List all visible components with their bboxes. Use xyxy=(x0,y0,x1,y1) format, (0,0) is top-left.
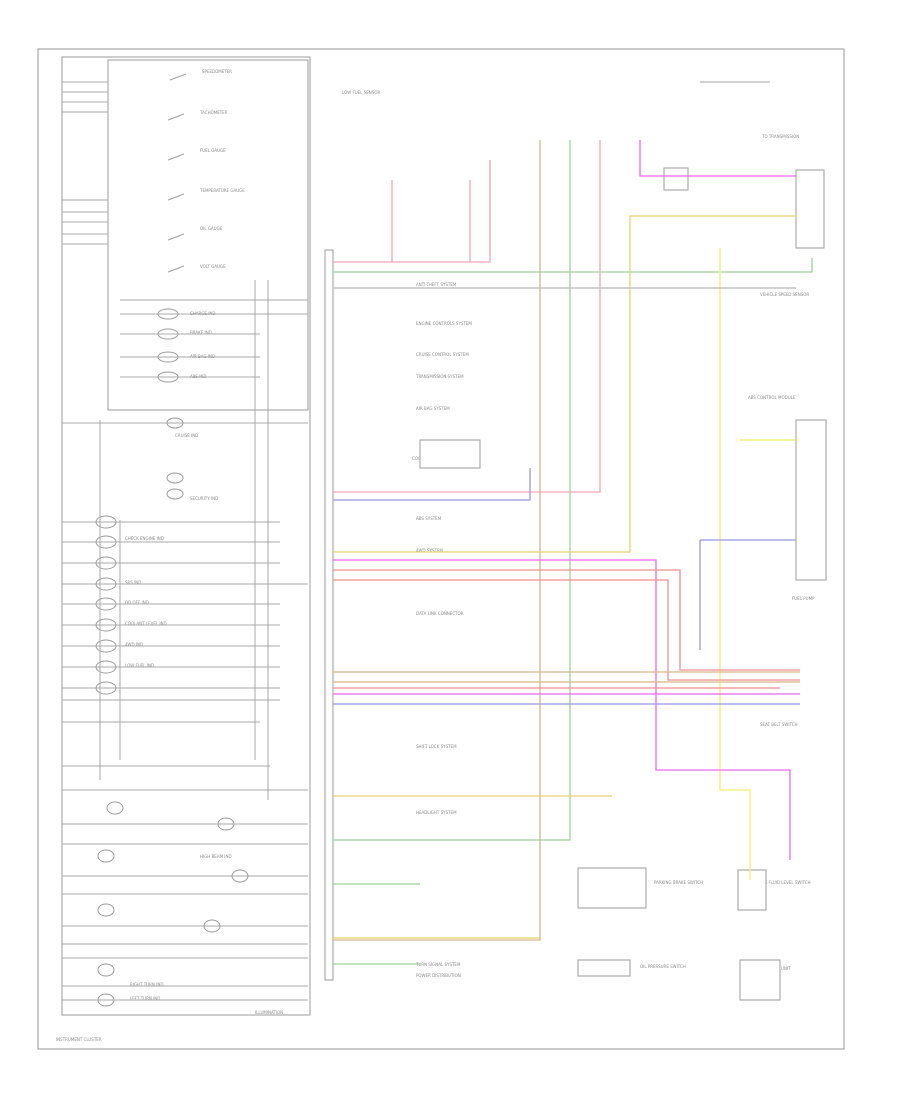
wire-pink-2 xyxy=(333,140,601,493)
right-component-labels: TO TRANSMISSION VEHICLE SPEED SENSOR ABS… xyxy=(342,90,815,971)
label-transmission: TRANSMISSION SYSTEM xyxy=(415,374,464,379)
footer-label: INSTRUMENT CLUSTER xyxy=(56,1037,102,1042)
switch-1 xyxy=(167,73,187,273)
wire-gray-1 xyxy=(333,81,796,289)
label-abs-system: ABS SYSTEM xyxy=(416,516,442,521)
label-to-transmission: TO TRANSMISSION xyxy=(761,134,799,139)
label-cruise-ind: CRUISE IND xyxy=(175,433,198,438)
label-parking-brake-switch: PARKING BRAKE SWITCH xyxy=(654,880,703,885)
label-fuel-pump: FUEL PUMP xyxy=(792,596,815,601)
label-check-engine-ind: CHECK ENGINE IND xyxy=(125,536,164,541)
wires xyxy=(333,81,813,965)
label-air-bag-system: AIR BAG SYSTEM xyxy=(416,406,450,411)
label-od-off-ind: OD OFF IND xyxy=(125,600,149,605)
wire-green-2 xyxy=(333,140,571,841)
switches xyxy=(167,73,187,273)
bulb-7 xyxy=(166,488,184,500)
label-tachometer: TACHOMETER xyxy=(199,110,228,115)
bulb-6 xyxy=(166,472,184,484)
coolant-sensor-box xyxy=(419,439,481,469)
label-left-turn-ind: LEFT TURN IND xyxy=(130,996,160,1001)
label-turn-signal: TURN SIGNAL SYSTEM xyxy=(415,962,461,967)
label-oil-gauge: OIL GAUGE xyxy=(200,226,223,231)
label-seat-belt-switch: SEAT BELT SWITCH xyxy=(760,722,798,727)
wire-magenta-3 xyxy=(639,140,796,177)
center-system-labels: ANTI-THEFT SYSTEM ENGINE CONTROLS SYSTEM… xyxy=(415,282,472,978)
bulb-17 xyxy=(106,801,124,815)
label-4wd-system: 4WD SYSTEM xyxy=(416,548,443,553)
wire-red-1 xyxy=(333,579,800,681)
wire-blue-1 xyxy=(333,468,531,501)
label-srs-ind: SRS IND xyxy=(125,580,141,585)
bus-line xyxy=(62,925,308,1001)
oil-switch-box xyxy=(577,959,631,977)
wire-yellow-3 xyxy=(719,248,751,880)
right-components xyxy=(419,167,827,1001)
wire-green-3 xyxy=(333,883,420,965)
bulb-21 xyxy=(97,903,115,917)
wire-orange-1 xyxy=(333,140,541,941)
label-engine-controls: ENGINE CONTROLS SYSTEM xyxy=(416,321,472,326)
label-illumination: ILLUMINATION xyxy=(255,1010,283,1015)
gauge-labels: SPEEDOMETER TACHOMETER FUEL GAUGE TEMPER… xyxy=(199,69,245,269)
transmission-box xyxy=(795,169,825,249)
label-4wd-ind: 4WD IND xyxy=(125,642,143,647)
wire-yellow-1 xyxy=(333,215,796,553)
parking-brake-box xyxy=(577,867,647,909)
indicator-labels: CHARGE IND BRAKE IND AIR BAG IND ABS IND… xyxy=(125,311,283,1015)
label-low-fuel-ind: LOW FUEL IND xyxy=(125,663,154,668)
diagram-frame xyxy=(37,48,845,1050)
cluster-bus-lines xyxy=(62,81,308,1001)
label-shift-lock: SHIFT LOCK SYSTEM xyxy=(416,744,457,749)
bus-line xyxy=(62,81,108,245)
label-high-beam-ind: HIGH BEAM IND xyxy=(200,854,232,859)
bus-line xyxy=(62,765,308,895)
label-abs-module: ABS CONTROL MODULE xyxy=(748,395,796,400)
bulb-19 xyxy=(97,849,115,863)
wire-red-2 xyxy=(333,569,800,671)
wire-magenta-1 xyxy=(333,559,791,860)
bus-line xyxy=(99,280,269,800)
label-coolant-level-ind: COOLANT LEVEL IND xyxy=(125,621,167,626)
bus-line xyxy=(120,299,308,378)
sensor-box xyxy=(663,167,689,191)
label-right-turn-ind: RIGHT TURN IND xyxy=(130,982,163,987)
label-volt-gauge: VOLT GAUGE xyxy=(200,264,226,269)
label-data-link: DATA LINK CONNECTOR xyxy=(416,611,464,616)
label-brake-ind: BRAKE IND xyxy=(190,330,212,335)
label-cruise-control: CRUISE CONTROL SYSTEM xyxy=(416,352,469,357)
brake-fluid-box xyxy=(737,869,767,911)
label-temperature-gauge: TEMPERATURE GAUGE xyxy=(199,188,245,193)
abs-module-box xyxy=(795,419,827,581)
label-speedometer: SPEEDOMETER xyxy=(202,69,232,74)
label-anti-theft: ANTI-THEFT SYSTEM xyxy=(416,282,457,287)
label-vehicle-speed-sensor: VEHICLE SPEED SENSOR xyxy=(760,292,809,297)
label-fuel-gauge: FUEL GAUGE xyxy=(200,148,226,153)
wire-brown-1 xyxy=(333,671,800,683)
wire-green-1 xyxy=(333,258,813,273)
wire-blue-2 xyxy=(699,539,796,650)
wire-pink-1 xyxy=(333,160,491,263)
instrument-cluster-block xyxy=(61,56,311,1016)
center-connector xyxy=(324,249,334,981)
indicator-bulbs xyxy=(95,308,249,1007)
label-oil-pressure-switch: OIL PRESSURE SWITCH xyxy=(640,964,686,969)
label-low-fuel-sensor: LOW FUEL SENSOR xyxy=(342,90,380,95)
label-headlight: HEADLIGHT SYSTEM xyxy=(416,810,457,815)
label-power-distribution: POWER DISTRIBUTION xyxy=(416,973,461,978)
gauge-group-block xyxy=(107,59,309,411)
bus-line xyxy=(62,422,308,605)
bulb-23 xyxy=(97,963,115,977)
label-brake-fluid-switch: BRAKE FLUID LEVEL SWITCH xyxy=(754,880,811,885)
fuel-tank-box xyxy=(739,959,781,1001)
bus-line xyxy=(62,624,280,723)
label-security-ind: SECURITY IND xyxy=(190,496,218,501)
